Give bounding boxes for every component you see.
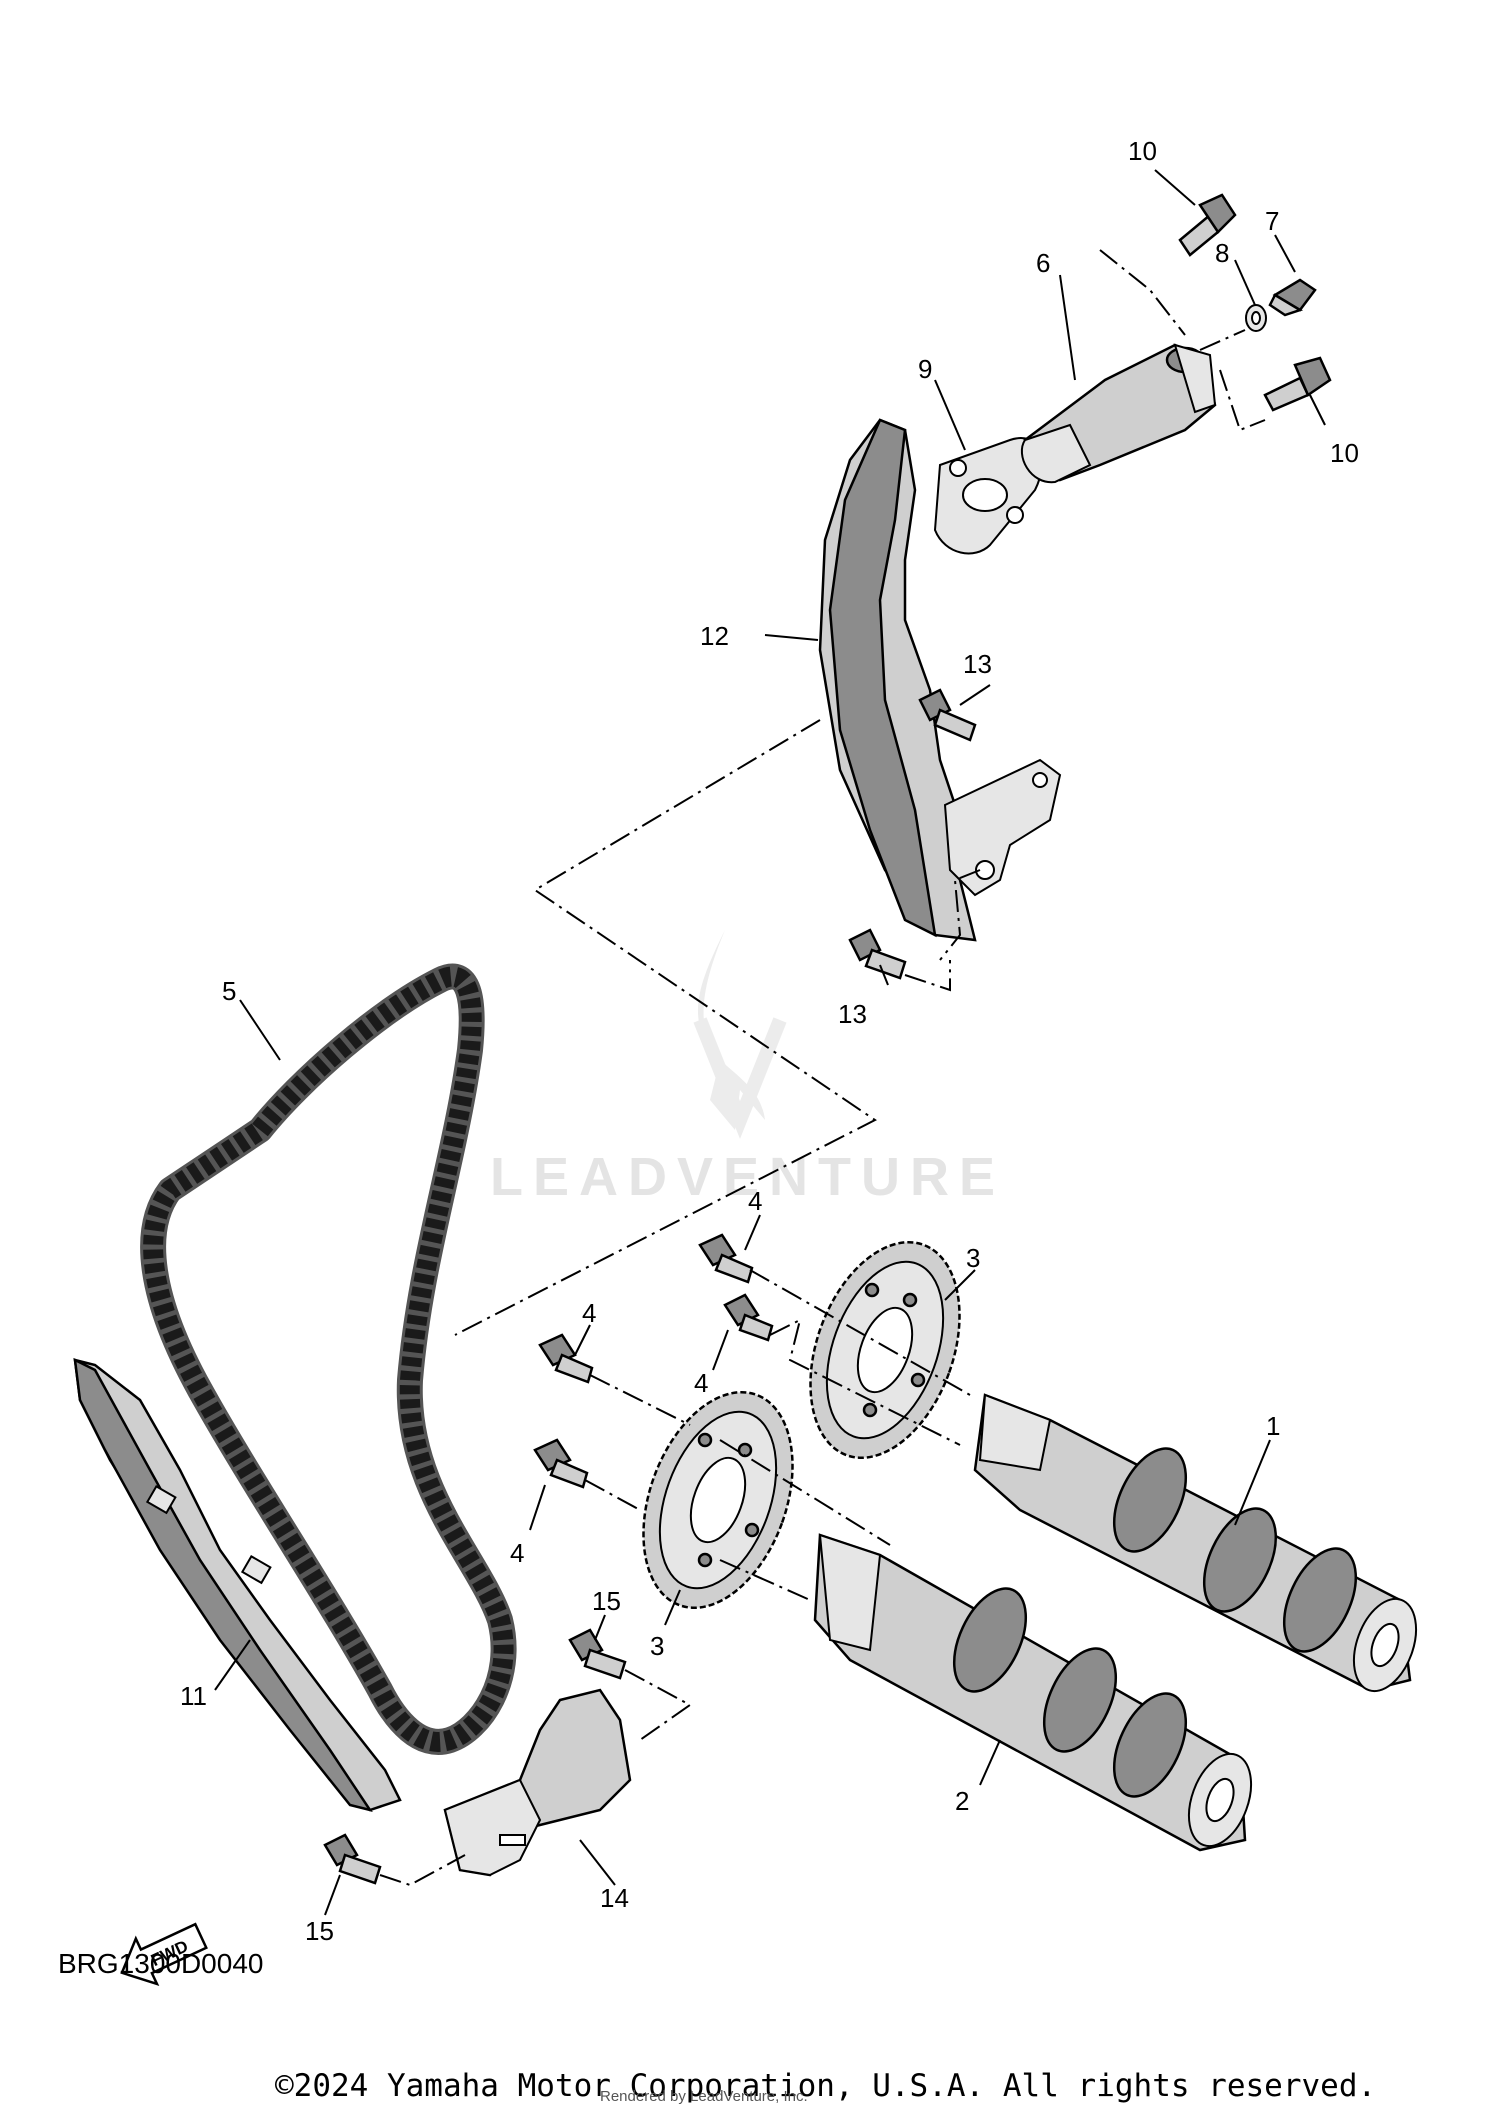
callout-10-lower: 10	[1330, 438, 1359, 468]
part-3-sprocket-lower	[642, 1390, 794, 1610]
diagram-code: BRG1300D0040	[58, 1948, 264, 1979]
callout-7: 7	[1265, 206, 1279, 236]
part-4-bolt-c	[538, 1333, 594, 1384]
part-4-bolt-d	[533, 1438, 589, 1489]
callout-9: 9	[918, 354, 932, 384]
part-8-washer	[1245, 304, 1267, 332]
callout-13-upper: 13	[963, 649, 992, 679]
callout-1: 1	[1266, 1411, 1280, 1441]
part-2-camshaft-lower	[813, 1533, 1253, 1852]
part-13-bolt-lower	[848, 928, 907, 980]
part-12-tensioner-guide	[818, 418, 1062, 942]
callout-labels: 10 7 8 6 9 10 12 13 13 5 4 3 4 4 1 4 15 …	[180, 136, 1359, 1946]
copyright-notice: ©2024 Yamaha Motor Corporation, U.S.A. A…	[275, 2068, 1377, 2104]
callout-6: 6	[1036, 248, 1050, 278]
part-9-gasket	[933, 437, 1043, 555]
callout-14: 14	[600, 1883, 629, 1913]
part-6-tensioner	[1020, 343, 1217, 484]
callout-4-b: 4	[694, 1368, 708, 1398]
part-15-bolt-upper	[568, 1628, 627, 1680]
part-4-bolt-b	[723, 1293, 774, 1342]
part-15-bolt-lower	[323, 1833, 382, 1885]
part-7-bolt	[1268, 278, 1317, 317]
watermark-text: LEADVENTURE	[490, 1147, 1005, 1207]
callout-4-a: 4	[748, 1186, 762, 1216]
callout-15-upper: 15	[592, 1586, 621, 1616]
part-3-sprocket-upper	[809, 1240, 961, 1460]
leadventure-watermark: LEADVENTURE	[490, 930, 1005, 1207]
callout-12: 12	[700, 621, 729, 651]
part-4-bolt-a	[698, 1233, 754, 1284]
part-10-bolt-upper	[1178, 193, 1237, 257]
leader-lines	[214, 169, 1326, 1916]
callout-3-upper: 3	[966, 1243, 980, 1273]
callout-4-d: 4	[510, 1538, 524, 1568]
callout-5: 5	[222, 976, 236, 1006]
callout-3-lower: 3	[650, 1631, 664, 1661]
part-13-bolt-upper	[918, 688, 977, 742]
callout-2: 2	[955, 1786, 969, 1816]
callout-13-lower: 13	[838, 999, 867, 1029]
part-1-camshaft-upper	[973, 1393, 1418, 1693]
callout-4-c: 4	[582, 1298, 596, 1328]
callout-10-upper: 10	[1128, 136, 1157, 166]
part-10-bolt-lower	[1263, 356, 1332, 412]
callout-11: 11	[180, 1681, 207, 1711]
render-credit: Rendered by LeadVenture, Inc.	[600, 2088, 808, 2105]
part-5-timing-chain	[140, 963, 517, 1755]
callout-8: 8	[1215, 238, 1229, 268]
part-11-chain-guide	[73, 1357, 402, 1812]
part-14-chain-guide-lower	[443, 1688, 632, 1877]
callout-15-lower: 15	[305, 1916, 334, 1946]
assembly-lines	[379, 249, 1266, 1887]
